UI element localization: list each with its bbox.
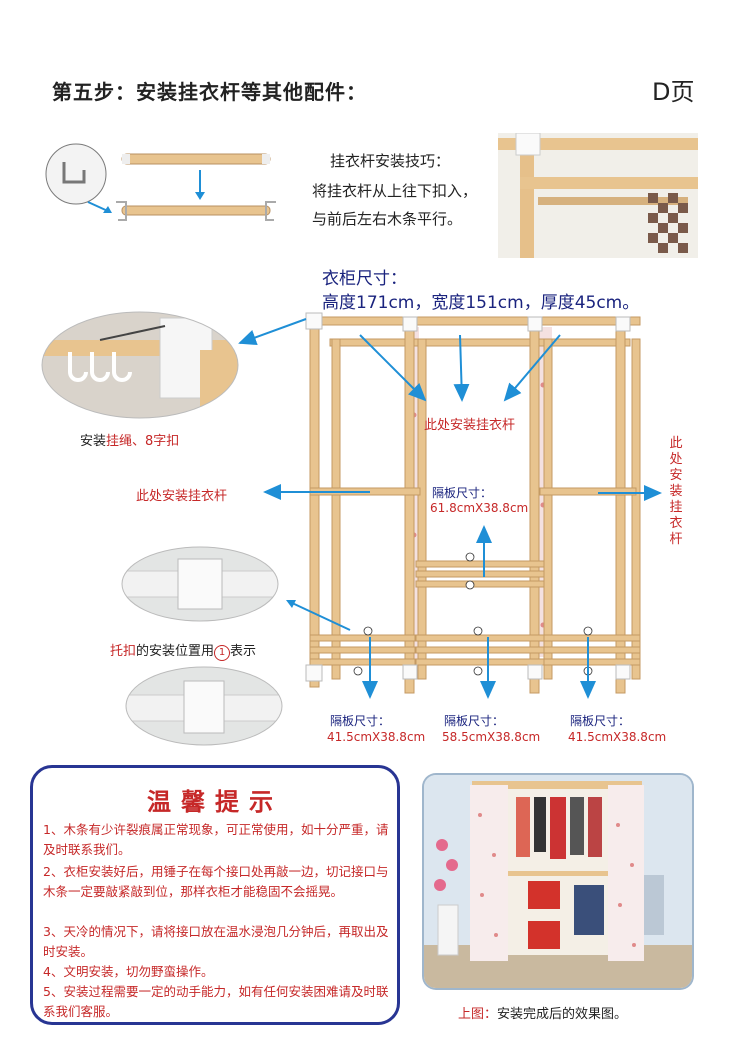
notice-title: 温馨提示 [147, 787, 283, 816]
clip-symbol: 1 [214, 645, 231, 661]
wardrobe-frame-diagram [238, 312, 662, 699]
finished-wardrobe-illustration [424, 775, 692, 988]
tip-line-2: 与前后左右木条平行。 [312, 210, 463, 228]
photo-caption: 上图：安装完成后的效果图。 [458, 1003, 627, 1022]
dimensions-values: 高度171cm，宽度151cm，厚度45cm。 [322, 293, 640, 313]
notice-item-2: 2、衣柜安装好后，用锤子在每个接口处再敲一边，切记接口与木条一定要敲紧敲到位，那… [43, 864, 389, 899]
clip-label-suffix: 表示 [230, 644, 257, 659]
shelf-center-size: 58.5cmX38.8cm [442, 730, 541, 744]
rod-label-right-vertical: 此处安装挂衣杆 [669, 436, 683, 547]
dimensions-heading: 衣柜尺寸： [322, 269, 407, 289]
shelf-right-size: 41.5cmX38.8cm [568, 730, 667, 744]
clip-label-prefix: 托扣 [110, 644, 137, 659]
page-title: 第五步：安装挂衣杆等其他配件： [52, 80, 367, 104]
clip-label-middle: 的安装位置用 [136, 644, 215, 659]
tip-heading: 挂衣杆安装技巧： [330, 152, 451, 170]
rod-label-left: 此处安装挂衣杆 [136, 489, 228, 504]
shelf-left-size: 41.5cmX38.8cm [327, 730, 426, 744]
shelf-middle-size: 61.8cmX38.8cm [430, 501, 529, 515]
page-id: D页 [652, 78, 695, 106]
rope-label-prefix: 安装 [80, 434, 107, 449]
rod-hook-illustration [45, 143, 276, 221]
tip-line-1: 将挂衣杆从上往下扣入， [312, 182, 478, 200]
caption-text: 安装完成后的效果图。 [497, 1007, 628, 1022]
rope-hook-detail-photo [41, 311, 239, 419]
shelf-middle-label: 隔板尺寸： [432, 486, 493, 500]
rod-label-center: 此处安装挂衣杆 [424, 418, 516, 433]
shelf-left-label: 隔板尺寸： [330, 714, 391, 728]
caption-prefix: 上图： [458, 1007, 498, 1022]
shelf-right-label: 隔板尺寸： [570, 714, 631, 728]
clip-detail-photo-top [121, 546, 279, 622]
notice-item-4: 4、文明安装，切勿野蛮操作。 [43, 964, 214, 979]
notice-item-1: 1、木条有少许裂痕属正常现象，可正常使用，如十分严重，请及时联系我们。 [43, 822, 389, 857]
notice-box: 温馨提示 1、木条有少许裂痕属正常现象，可正常使用，如十分严重，请及时联系我们。… [30, 765, 400, 1025]
notice-item-5: 5、安装过程需要一定的动手能力，如有任何安装困难请及时联系我们客服。 [43, 984, 389, 1019]
rope-label-highlight: 挂绳、8字扣 [106, 434, 180, 449]
shelf-center-label: 隔板尺寸： [444, 714, 505, 728]
rope-label: 安装挂绳、8字扣 [80, 430, 179, 449]
finished-wardrobe-photo [424, 775, 692, 988]
clip-arrow [286, 600, 351, 631]
notice-item-3: 3、天冷的情况下，请将接口放在温水浸泡几分钟后，再取出及时安装。 [43, 924, 389, 959]
clip-detail-photo-bottom [125, 666, 283, 746]
corner-detail-photo [498, 133, 698, 258]
